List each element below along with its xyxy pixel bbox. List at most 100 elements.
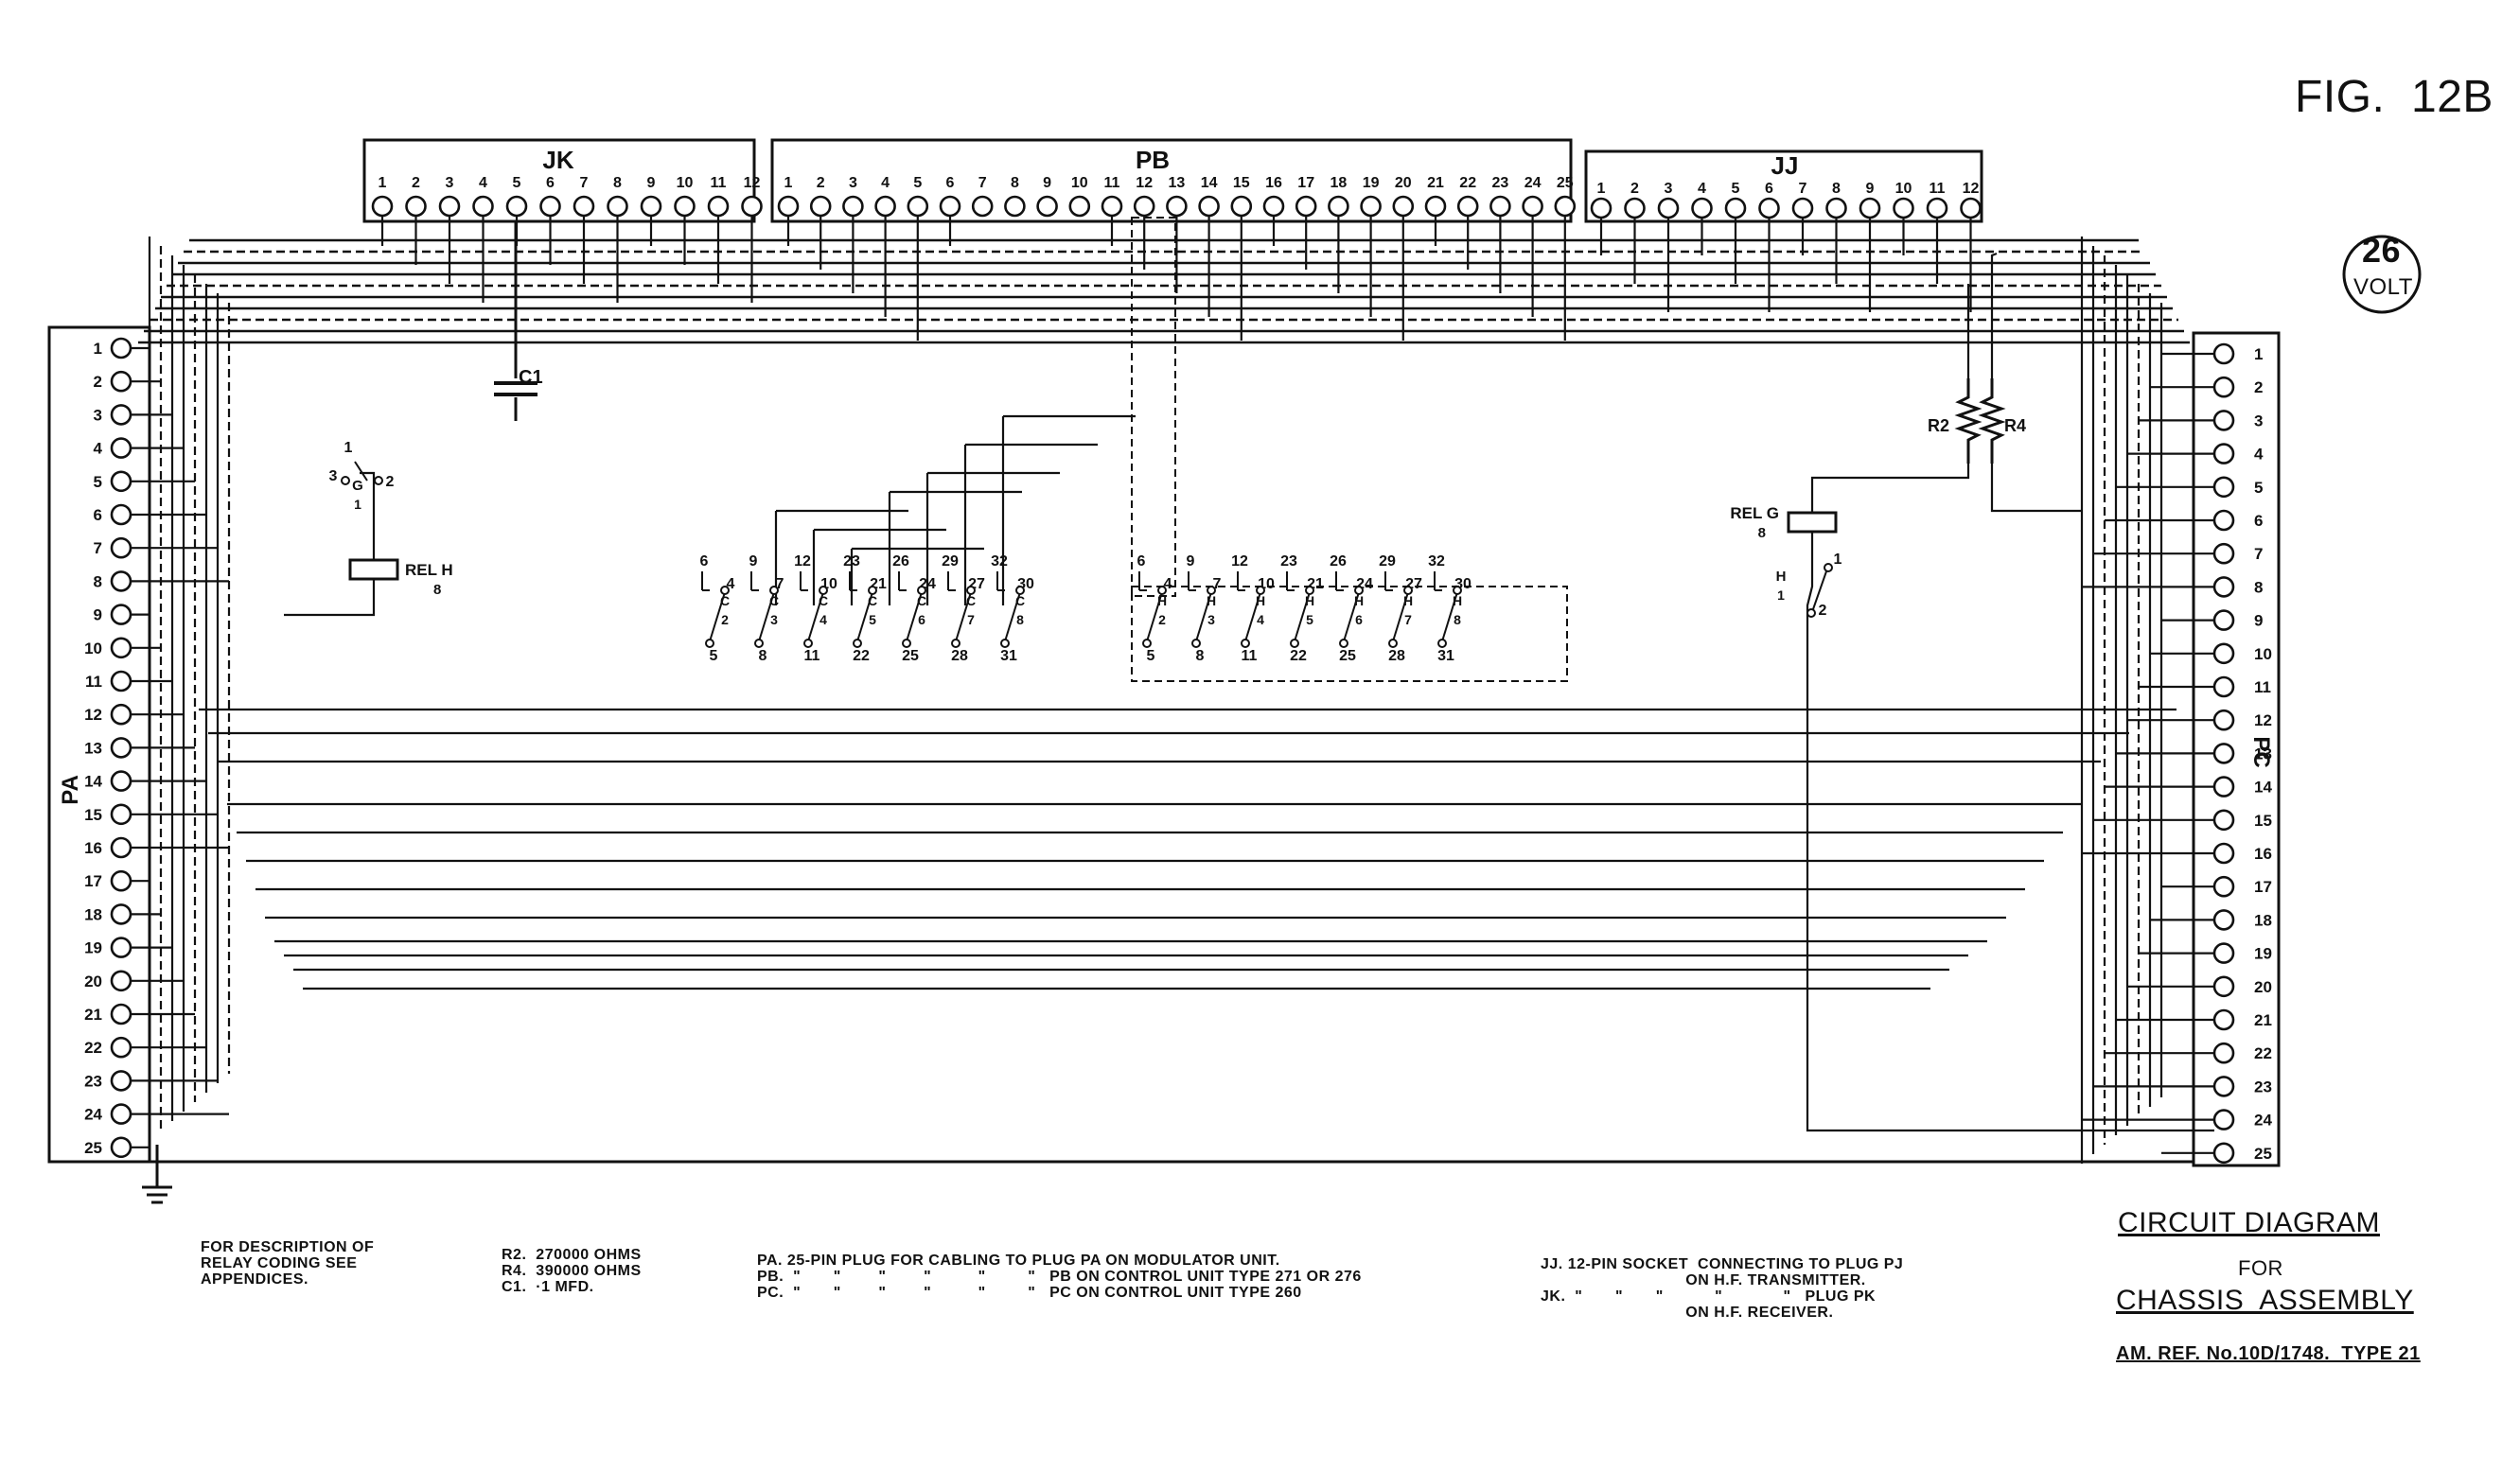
voltage-circle [2342,235,2422,314]
connector-pb-pin [1295,195,1317,218]
resistor-r4-icon [1978,378,2006,464]
h-bank-switch-contact [1354,586,1364,595]
relay-g-coil [1787,511,1838,534]
h-bank-switch-bottom-label: 8 [1196,648,1205,664]
g-bank-switch-bottom-label: 11 [804,648,820,664]
connector-pb-pin-label: 13 [1169,175,1186,191]
g-bank-switch-code-label: C [868,593,877,608]
connector-pa-pin [110,637,132,659]
g-bank-switch-top-label: 12 [794,553,811,570]
connector-pa-pin-label: 14 [84,773,102,791]
connector-jk-pin [405,195,427,218]
connector-pa-pin-label: 7 [94,539,102,557]
connector-pc-pin-label: 2 [2254,378,2263,396]
connector-pc-pin-label: 21 [2254,1011,2272,1029]
g-bank-switch-contact [868,586,877,595]
connector-pa-pin-label: 17 [84,872,102,890]
connector-pa-pin [110,703,132,726]
connector-pa-pin [110,803,132,826]
connector-pa-pin [110,869,132,892]
wire [1990,252,1998,378]
connector-jk-pin-label: 5 [513,175,521,191]
g-bank-switch-bottom-label: 22 [853,648,870,664]
h-bank-switch-bottom-label: 5 [1147,648,1155,664]
wire [1806,532,2214,1132]
h-bank-switch-contact [1453,586,1462,595]
connector-jj-pin-label: 5 [1732,181,1740,197]
g-bank-switch-mid-label: 4 [727,576,735,592]
connector-jk-pin [371,195,394,218]
connector-pa-pin-label: 3 [94,406,102,424]
connector-pb-title: PB [1136,146,1170,174]
connector-pc-pin [2212,975,2235,998]
relay-h-contact-label: 1 [344,440,353,456]
ground-icon [142,1145,172,1204]
g-bank-switch-blade [758,591,775,642]
h-bank-switch-top-label: 26 [1330,553,1347,570]
connector-pa-pin-label: 10 [84,640,102,657]
plug-description-note: PA. 25-PIN PLUG FOR CABLING TO PLUG PA O… [757,1253,1362,1301]
h-bank-switch-code-number: 6 [1355,612,1363,627]
h-bank-switch-code-label: H [1354,593,1364,608]
connector-pb-pin-label: 23 [1492,175,1509,191]
connector-pa-pin [110,570,132,592]
h-bank-switch-code-number: 2 [1158,612,1166,627]
connector-jj-pin-label: 4 [1698,181,1706,197]
connector-pa-pin [110,536,132,559]
connector-jk-pin-label: 8 [613,175,622,191]
g-bank-switch-code-label: C [917,593,926,608]
connector-pa-pin-label: 15 [84,806,102,824]
connector-pb-pin [1424,195,1447,218]
connector-pb-pin-label: 19 [1363,175,1380,191]
connector-jj-pin [1791,197,1814,219]
h-bank-switch-blade [1343,591,1360,642]
connector-pc-pin [2212,1142,2235,1165]
connector-pa-pin [110,1003,132,1025]
g-bank-switch-contact [917,586,926,595]
h-bank-cable-guard [1131,217,1176,597]
connector-pb-pin [1456,195,1479,218]
pc-connector-box [2192,331,2281,1167]
connector-jk-pin-label: 10 [677,175,694,191]
voltage-value: 26 [2362,231,2402,270]
connector-pb-pin [842,195,864,218]
connector-pb-pin-label: 8 [1011,175,1019,191]
g-bank-switch-contact [853,639,862,648]
title-for: FOR [2238,1256,2283,1280]
g-bank-switch-code-number: 5 [869,612,876,627]
socket-description-note: JJ. 12-PIN SOCKET CONNECTING TO PLUG PJ … [1541,1256,1904,1321]
connector-jj-title: JJ [1771,151,1799,180]
h-bank-switch-bottom-label: 28 [1388,648,1405,664]
g-bank-switch-contact [966,586,976,595]
g-bank-switch-code-label: C [720,593,730,608]
h-bank-switch-contact [1437,639,1447,648]
connector-pa-pin-label: 8 [94,572,102,590]
connector-pa-title: PA [58,775,83,805]
connector-pb-pin [1133,195,1155,218]
h-bank-switch-code-label: H [1305,593,1314,608]
connector-jk-pin-label: 1 [379,175,387,191]
connector-jk-pin-label: 9 [647,175,656,191]
h-bank-switch-code-number: 3 [1207,612,1215,627]
connector-pb-pin [874,195,896,218]
connector-jj-pin [1624,197,1646,219]
relay-g-contact [1806,608,1816,618]
g-bank-switch-contact [803,639,813,648]
connector-pb-pin-label: 20 [1395,175,1412,191]
relay-h-contact-label: 2 [386,474,395,490]
connector-pa-pin [110,1036,132,1059]
connector-pc-pin [2212,776,2235,797]
h-bank-switch-blade [1441,591,1458,642]
connector-pc-pin-label: 12 [2254,711,2272,729]
connector-pb-pin [1262,195,1285,218]
g-bank-switch-code-label: C [1015,593,1025,608]
connector-pc-pin [2212,1109,2235,1130]
connector-jj-pin [1691,197,1713,219]
connector-pb-pin [809,195,832,218]
connector-pa-pin-label: 4 [94,440,103,458]
connector-pa-pin-label: 2 [94,373,102,391]
connector-jk-pin-label: 3 [446,175,454,191]
h-bank-switch-code-number: 7 [1404,612,1412,627]
connector-pb-pin-label: 24 [1524,175,1542,191]
